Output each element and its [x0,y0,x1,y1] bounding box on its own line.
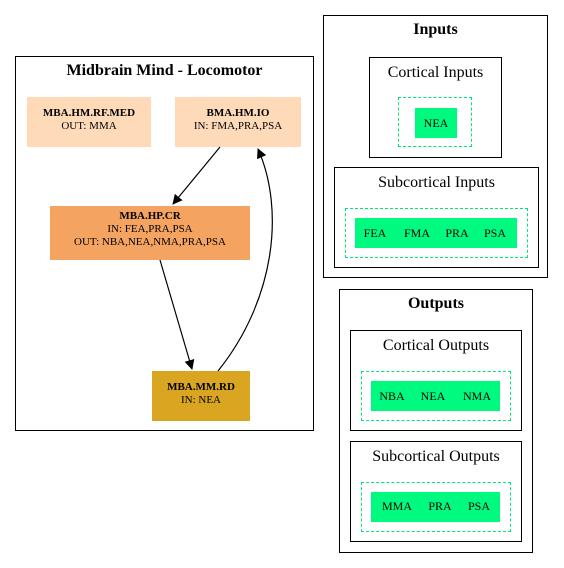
midbrain-cluster: Midbrain Mind - Locomotor [15,56,314,431]
cortical-inputs-group [398,97,472,147]
subcortical-inputs-block [355,218,517,248]
node-rd[interactable]: MBA.MM.RD IN: NEA [152,371,250,421]
subcortical-input-item[interactable]: PRA [445,226,469,240]
subcortical-output-item[interactable]: MMA [381,499,412,513]
subcortical-input-item[interactable]: PSA [483,226,506,240]
cortical-outputs-block [371,381,500,411]
edge-io-to-cr [172,146,221,205]
cortical-outputs-cluster: Cortical Outputs [350,330,522,431]
subcortical-inputs-title: Subcortical Inputs [378,174,495,191]
subcortical-inputs-cluster: Subcortical Inputs [334,167,539,268]
edge-rd-to-io [217,148,273,372]
node-io-in: IN: FMA,PRA,PSA [193,120,283,132]
cortical-output-item[interactable]: NEA [420,389,446,403]
subcortical-outputs-cluster: Subcortical Outputs [350,441,522,542]
node-rf-med-name: MBA.HM.RF.MED [42,107,136,119]
subcortical-input-item[interactable]: FMA [403,226,430,240]
cortical-outputs-group [361,371,511,421]
subcortical-outputs-group [361,482,511,532]
cortical-input-item[interactable]: NEA [423,116,449,130]
subcortical-inputs-group [345,208,528,258]
cortical-output-item[interactable]: NBA [379,389,405,403]
subcortical-outputs-block [371,492,500,522]
subcortical-outputs-title: Subcortical Outputs [372,448,500,465]
edge-cr-to-rd [159,259,195,370]
node-cr-name: MBA.HP.CR [119,210,181,222]
midbrain-title: Midbrain Mind - Locomotor [66,62,263,79]
cortical-inputs-title: Cortical Inputs [387,64,484,81]
cortical-outputs-title: Cortical Outputs [382,337,490,354]
inputs-title: Inputs [413,21,458,38]
cortical-inputs-cluster: Cortical Inputs [369,57,502,158]
subcortical-output-item[interactable]: PSA [467,499,490,513]
subcortical-input-item[interactable]: FEA [363,226,387,240]
node-rd-in: IN: NEA [180,394,222,406]
inputs-cluster: Inputs [323,15,548,278]
node-io-name: BMA.HM.IO [206,107,270,119]
outputs-title: Outputs [407,295,465,312]
node-rf-med-out: OUT: MMA [61,120,117,132]
node-cr[interactable]: MBA.HP.CR IN: FEA,PRA,PSA OUT: NBA,NEA,N… [50,206,250,260]
cortical-inputs-block [415,108,457,138]
node-io[interactable]: BMA.HM.IO IN: FMA,PRA,PSA [175,97,301,147]
node-cr-out: OUT: NBA,NEA,NMA,PRA,PSA [74,236,226,248]
cortical-output-item[interactable]: NMA [462,389,491,403]
outputs-cluster: Outputs [339,289,533,553]
node-rf-med[interactable]: MBA.HM.RF.MED OUT: MMA [27,97,151,147]
node-cr-in: IN: FEA,PRA,PSA [107,223,193,235]
node-rd-name: MBA.MM.RD [167,381,235,393]
subcortical-output-item[interactable]: PRA [428,499,452,513]
